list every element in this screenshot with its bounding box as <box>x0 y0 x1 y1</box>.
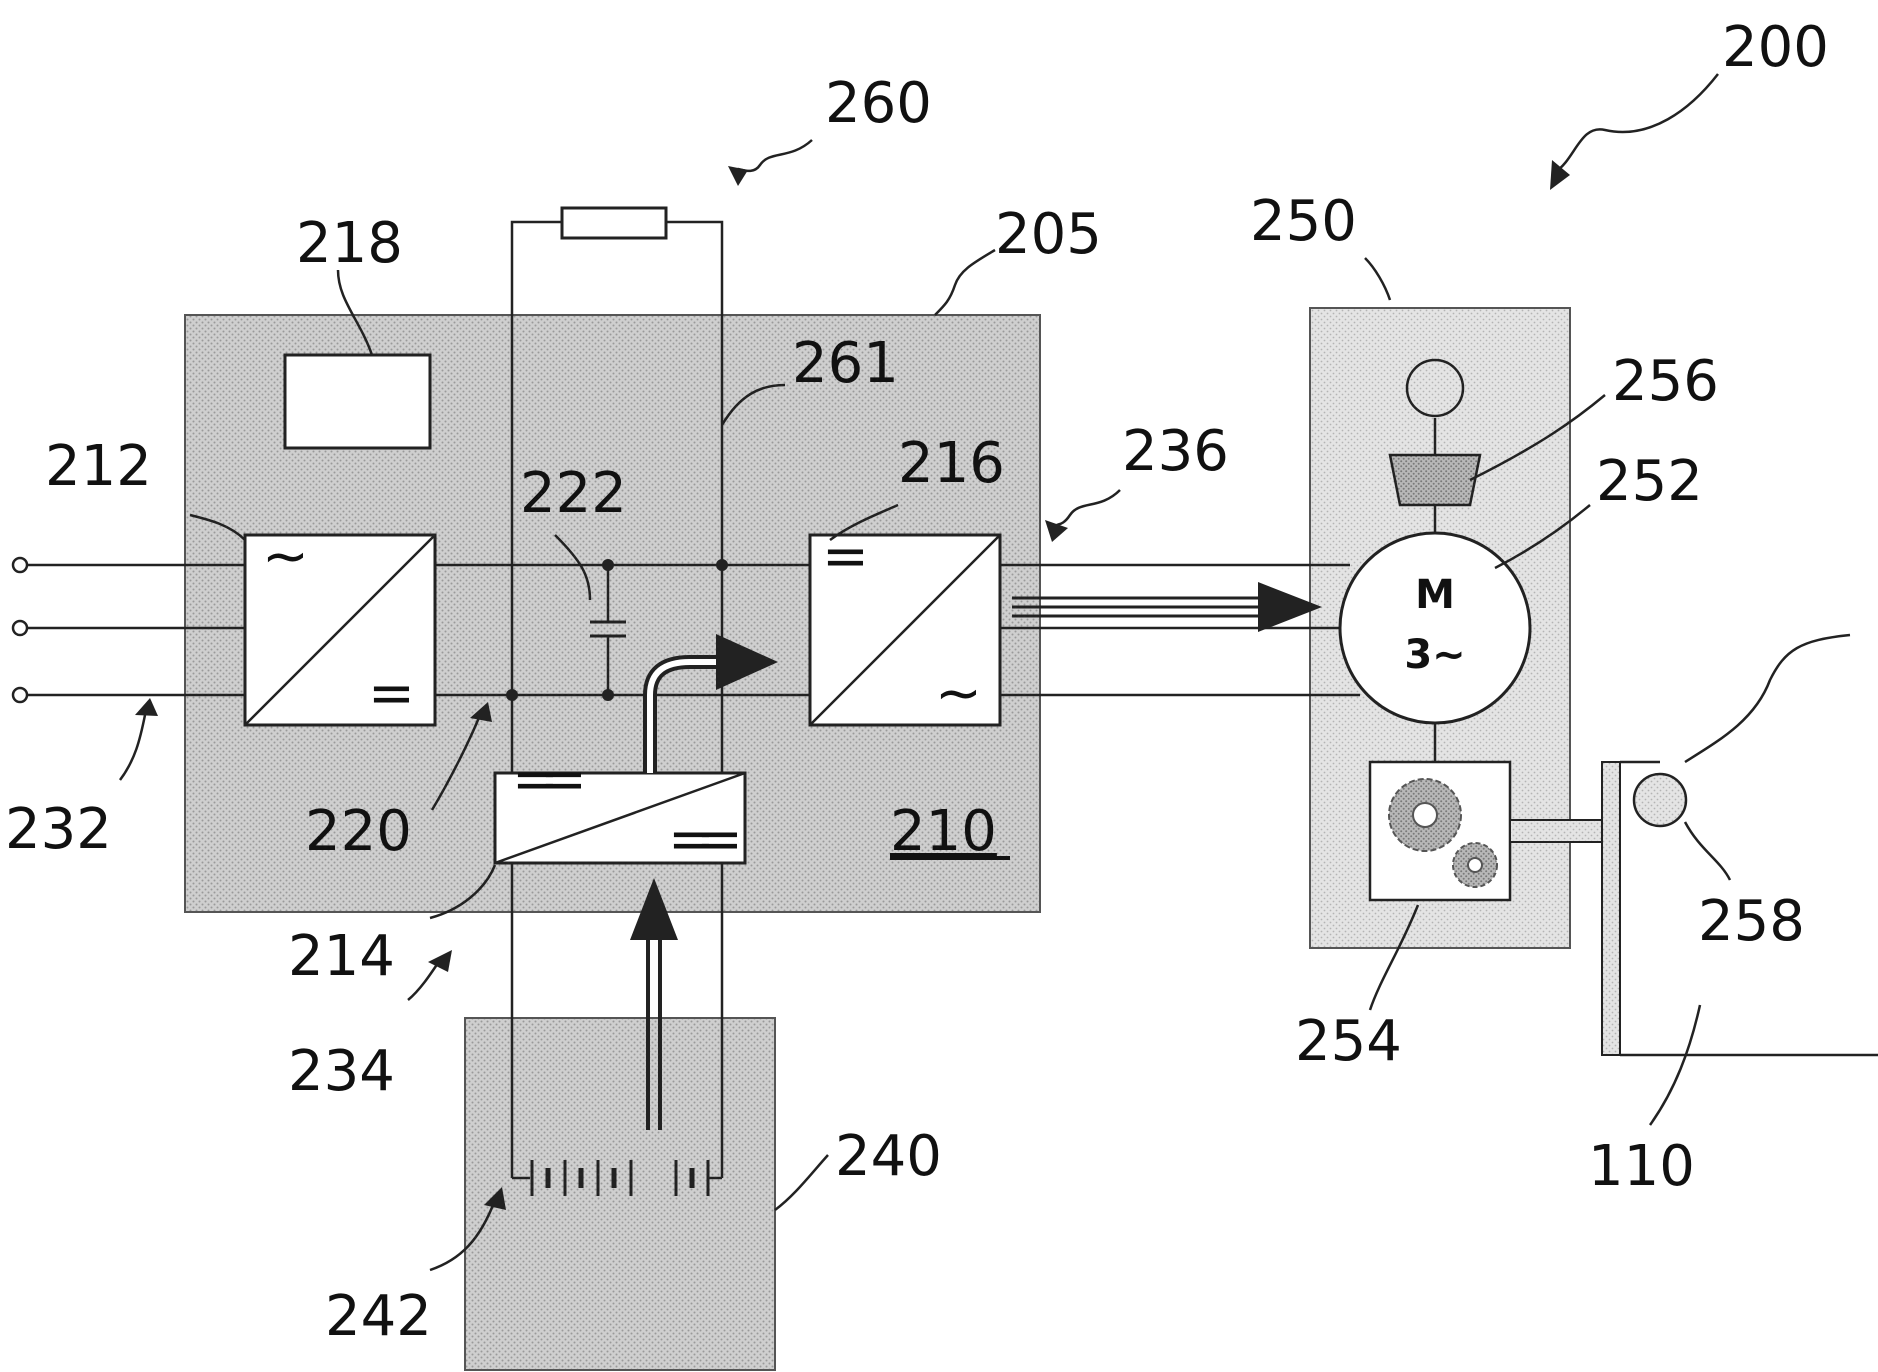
motor-symbol: M <box>1415 572 1455 618</box>
ref-222: 222 <box>520 461 627 526</box>
ref-260: 260 <box>825 71 932 136</box>
input-terminal-2 <box>13 621 27 635</box>
ref-242: 242 <box>325 1284 432 1349</box>
ref-250: 250 <box>1250 189 1357 254</box>
bus-node <box>506 689 518 701</box>
ref-220: 220 <box>305 799 412 864</box>
ref-256: 256 <box>1612 349 1719 414</box>
dc-symbol: = <box>696 807 743 872</box>
brake-resistor <box>562 208 666 238</box>
ref-205: 205 <box>995 202 1102 267</box>
ac-symbol: ~ <box>262 524 309 589</box>
ref-212: 212 <box>45 434 152 499</box>
ref-200: 200 <box>1722 15 1829 80</box>
ref-254: 254 <box>1295 1009 1402 1074</box>
output-sensor-icon <box>1634 774 1686 826</box>
brake-256 <box>1390 455 1480 505</box>
ref-232: 232 <box>5 797 112 862</box>
ref-216: 216 <box>898 431 1005 496</box>
motor-supply-lines <box>1000 565 1360 695</box>
dc-symbol: = <box>368 661 415 726</box>
inverter-216: = ~ <box>810 524 1000 726</box>
ref-110: 110 <box>1588 1134 1695 1199</box>
driven-frame <box>1602 762 1620 1055</box>
ref-236: 236 <box>1122 419 1229 484</box>
rectifier-212: ~ = <box>245 524 435 726</box>
ref-234: 234 <box>288 1039 395 1104</box>
bus-node <box>716 559 728 571</box>
dc-symbol: = <box>540 747 587 812</box>
ref-240: 240 <box>835 1124 942 1189</box>
input-terminal-1 <box>13 558 27 572</box>
controller-box <box>285 355 430 448</box>
ref-210: 210 <box>890 799 997 864</box>
ref-218: 218 <box>296 211 403 276</box>
motor-252 <box>1340 533 1530 723</box>
ref-258: 258 <box>1698 889 1805 954</box>
ref-214: 214 <box>288 924 395 989</box>
dc-symbol: = <box>822 524 869 589</box>
input-terminal-3 <box>13 688 27 702</box>
ref-261: 261 <box>792 331 899 396</box>
motor-phases: 3~ <box>1404 632 1465 678</box>
ac-symbol: ~ <box>935 661 982 726</box>
ref-252: 252 <box>1596 449 1703 514</box>
top-sensor-icon <box>1407 360 1463 416</box>
